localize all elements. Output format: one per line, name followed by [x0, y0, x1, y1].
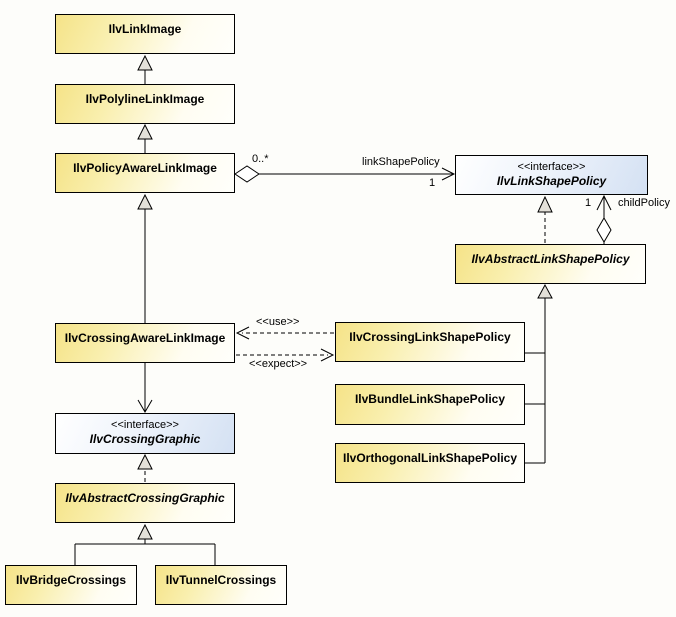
generalization-tree-crossings [75, 525, 215, 565]
class-name: IlvLinkImage [108, 22, 182, 36]
dependency-use [237, 327, 334, 339]
class-box-ilvbridgecrossings[interactable]: IlvBridgeCrossings [5, 565, 137, 605]
dependency-expect [236, 349, 333, 361]
aggregation-childpolicy [597, 196, 611, 244]
class-name: IlvLinkShapePolicy [496, 174, 607, 188]
class-box-ilvorthogonallinkshapepolicy[interactable]: IlvOrthogonalLinkShapePolicy [335, 443, 525, 483]
multiplicity-label-one: 1 [429, 177, 436, 189]
class-box-ilvbundlelinkshapepolicy[interactable]: IlvBundleLinkShapePolicy [335, 384, 525, 425]
multiplicity-label-zero-many: 0..* [252, 153, 269, 165]
class-box-ilvabstractcrossinggraphic[interactable]: IlvAbstractCrossingGraphic [55, 483, 235, 523]
class-box-ilvlinkimage[interactable]: IlvLinkImage [55, 14, 235, 54]
interface-box-ilvlinkshapepolicy[interactable]: <<interface>> IlvLinkShapePolicy [455, 155, 648, 195]
class-name: IlvBridgeCrossings [15, 573, 127, 587]
class-name: IlvCrossingLinkShapePolicy [349, 330, 511, 344]
stereotype-label-use: <<use>> [256, 316, 300, 328]
interface-stereotype: <<interface>> [517, 161, 586, 173]
class-name: IlvAbstractLinkShapePolicy [471, 252, 630, 266]
stereotype-label-expect: <<expect>> [249, 358, 308, 370]
class-name: IlvPolylineLinkImage [85, 92, 205, 106]
realization-abstract-to-crossinggraphic [138, 455, 152, 482]
generalization-crossingaware-to-policyaware [138, 195, 152, 323]
interface-box-ilvcrossinggraphic[interactable]: <<interface>> IlvCrossingGraphic [55, 413, 235, 454]
multiplicity-label-childpolicy-one: 1 [585, 197, 592, 209]
class-box-ilvpolylinelinkimage[interactable]: IlvPolylineLinkImage [55, 84, 235, 124]
class-name: IlvCrossingGraphic [89, 432, 201, 446]
class-name: IlvOrthogonalLinkShapePolicy [342, 451, 518, 465]
class-name: IlvTunnelCrossings [165, 573, 277, 587]
generalization-tree-shapepolicies [525, 285, 552, 463]
realization-abstract-to-linkshapepolicy [538, 197, 552, 243]
class-name: IlvAbstractCrossingGraphic [65, 491, 225, 505]
class-box-ilvabstractlinkshapepolicy[interactable]: IlvAbstractLinkShapePolicy [455, 244, 646, 284]
class-name: IlvBundleLinkShapePolicy [354, 392, 506, 406]
role-label-childpolicy: childPolicy [618, 197, 670, 209]
interface-stereotype: <<interface>> [111, 419, 179, 431]
class-box-ilvpolicyawarelinkimage[interactable]: IlvPolicyAwareLinkImage [55, 153, 235, 193]
generalization-policyaware-to-polyline [138, 125, 152, 153]
class-box-ilvtunnelcrossings[interactable]: IlvTunnelCrossings [155, 565, 287, 605]
association-to-crossinggraphic [138, 363, 152, 412]
generalization-polyline-to-linkimage [138, 56, 152, 84]
class-box-ilvcrossingawarelinkimage[interactable]: IlvCrossingAwareLinkImage [55, 323, 235, 363]
association-linkshapepolicy [235, 166, 454, 182]
role-label-linkshapepolicy: linkShapePolicy [362, 156, 440, 168]
class-name: IlvCrossingAwareLinkImage [64, 331, 226, 345]
class-box-ilvcrossinglinkshapepolicy[interactable]: IlvCrossingLinkShapePolicy [335, 322, 525, 362]
class-name: IlvPolicyAwareLinkImage [73, 161, 217, 175]
